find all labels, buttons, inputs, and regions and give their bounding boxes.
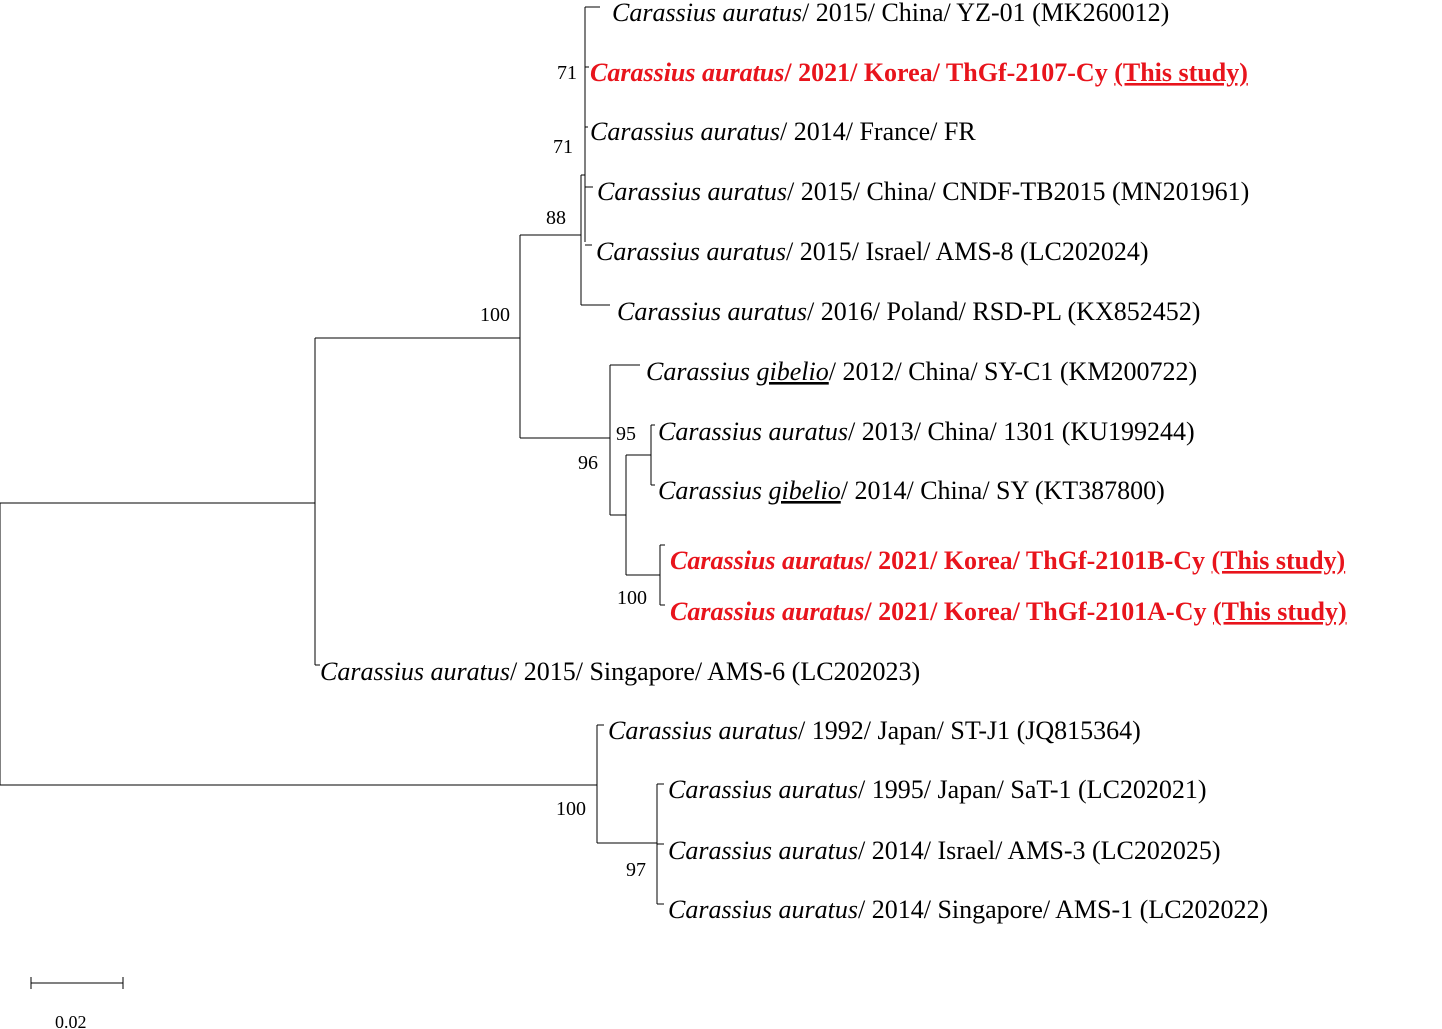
taxon-label: Carassius auratus/ 2014/ Singapore/ AMS-… xyxy=(668,895,1268,924)
taxon-species: Carassius auratus xyxy=(612,0,802,27)
taxon-species: Carassius auratus xyxy=(670,597,864,626)
taxon-details: / 2015/ Singapore/ AMS-6 (LC202023) xyxy=(510,657,920,686)
taxon-species: Carassius auratus xyxy=(668,895,858,924)
bootstrap-97: 97 xyxy=(626,859,646,881)
taxon-study-note: (This study) xyxy=(1114,58,1248,87)
taxon-label: Carassius auratus/ 1992/ Japan/ ST-J1 (J… xyxy=(608,716,1141,745)
taxon-study-note: (This study) xyxy=(1212,546,1346,575)
taxon-species: Carassius auratus xyxy=(670,546,864,575)
bootstrap-95: 95 xyxy=(616,423,636,445)
scale-bar: 0.02 xyxy=(30,977,124,1029)
taxon-label: Carassius auratus/ 2014/ Israel/ AMS-3 (… xyxy=(668,836,1221,865)
taxon-details: / 2015/ China/ YZ-01 (MK260012) xyxy=(802,0,1169,27)
bootstrap-values: 71 71 88 100 95 96 100 100 97 xyxy=(480,62,647,881)
taxon-details: / 2015/ Israel/ AMS-8 (LC202024) xyxy=(786,237,1149,266)
taxon-details: / 2013/ China/ 1301 (KU199244) xyxy=(848,417,1195,446)
taxon-details: / 2012/ China/ SY-C1 (KM200722) xyxy=(829,357,1197,386)
taxon-details: / 2014/ Israel/ AMS-3 (LC202025) xyxy=(858,836,1221,865)
taxon-species: Carassius auratus xyxy=(596,237,786,266)
tree-branches xyxy=(0,6,665,905)
bootstrap-71-a: 71 xyxy=(557,62,577,84)
taxon-details: / 2015/ China/ CNDF-TB2015 (MN201961) xyxy=(787,177,1249,206)
taxon-labels: Carassius auratus/ 2015/ China/ YZ-01 (M… xyxy=(320,0,1347,924)
taxon-species: Carassius auratus xyxy=(590,58,784,87)
scale-bar-label: 0.02 xyxy=(55,1012,87,1029)
taxon-label: Carassius auratus/ 2015/ China/ YZ-01 (M… xyxy=(612,0,1169,27)
taxon-details: / 2014/ China/ SY (KT387800) xyxy=(841,476,1165,505)
taxon-label: Carassius auratus/ 1995/ Japan/ SaT-1 (L… xyxy=(668,775,1207,804)
taxon-label: Carassius auratus/ 2016/ Poland/ RSD-PL … xyxy=(617,297,1200,326)
bootstrap-100-b: 100 xyxy=(617,587,647,609)
taxon-species: Carassius gibelio xyxy=(646,357,829,386)
taxon-label: Carassius auratus/ 2021/ Korea/ ThGf-210… xyxy=(590,58,1248,87)
taxon-label: Carassius gibelio/ 2012/ China/ SY-C1 (K… xyxy=(646,357,1197,386)
taxon-species: Carassius auratus xyxy=(668,775,858,804)
bootstrap-71-b: 71 xyxy=(553,136,573,158)
taxon-details: / 2016/ Poland/ RSD-PL (KX852452) xyxy=(807,297,1200,326)
taxon-epithet: gibelio xyxy=(757,357,829,386)
taxon-details: / 2021/ Korea/ ThGf-2101A-Cy xyxy=(863,597,1213,626)
bootstrap-88: 88 xyxy=(546,207,566,229)
taxon-label: Carassius auratus/ 2015/ China/ CNDF-TB2… xyxy=(597,177,1249,206)
taxon-label: Carassius gibelio/ 2014/ China/ SY (KT38… xyxy=(658,476,1165,505)
taxon-label: Carassius auratus/ 2015/ Israel/ AMS-8 (… xyxy=(596,237,1149,266)
taxon-species: Carassius auratus xyxy=(658,417,848,446)
taxon-species: Carassius auratus xyxy=(320,657,510,686)
taxon-details: / 2014/ France/ FR xyxy=(780,117,976,146)
taxon-details: / 1995/ Japan/ SaT-1 (LC202021) xyxy=(858,775,1207,804)
taxon-label: Carassius auratus/ 2021/ Korea/ ThGf-210… xyxy=(670,597,1347,626)
bootstrap-100-c: 100 xyxy=(556,798,586,820)
bootstrap-96: 96 xyxy=(578,452,598,474)
taxon-study-note: (This study) xyxy=(1213,597,1347,626)
taxon-details: / 1992/ Japan/ ST-J1 (JQ815364) xyxy=(798,716,1141,745)
bootstrap-100-a: 100 xyxy=(480,304,510,326)
taxon-species: Carassius auratus xyxy=(617,297,807,326)
taxon-label: Carassius auratus/ 2013/ China/ 1301 (KU… xyxy=(658,417,1195,446)
taxon-details: / 2021/ Korea/ ThGf-2107-Cy xyxy=(783,58,1114,87)
taxon-species: Carassius auratus xyxy=(668,836,858,865)
taxon-species: Carassius auratus xyxy=(597,177,787,206)
taxon-details: / 2014/ Singapore/ AMS-1 (LC202022) xyxy=(858,895,1268,924)
taxon-species: Carassius gibelio xyxy=(658,476,841,505)
taxon-species: Carassius auratus xyxy=(590,117,780,146)
taxon-epithet: gibelio xyxy=(769,476,841,505)
taxon-label: Carassius auratus/ 2014/ France/ FR xyxy=(590,117,976,146)
taxon-label: Carassius auratus/ 2015/ Singapore/ AMS-… xyxy=(320,657,920,686)
taxon-species: Carassius auratus xyxy=(608,716,798,745)
taxon-details: / 2021/ Korea/ ThGf-2101B-Cy xyxy=(863,546,1211,575)
taxon-label: Carassius auratus/ 2021/ Korea/ ThGf-210… xyxy=(670,546,1345,575)
